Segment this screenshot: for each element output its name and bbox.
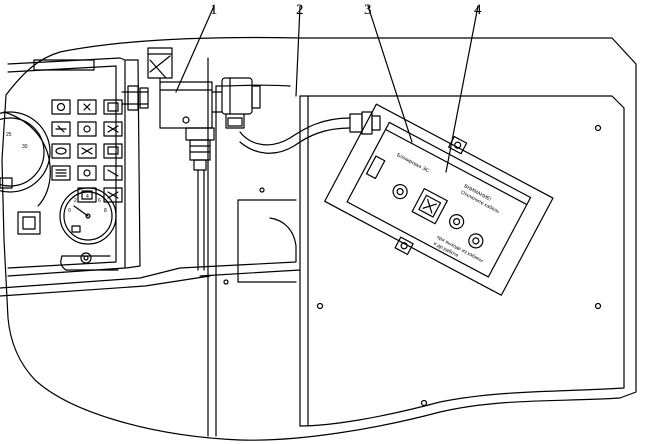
indicator-right: [449, 214, 465, 230]
pipe-left: [121, 91, 149, 105]
instrument-cluster: [7, 57, 126, 277]
callout-2: 2: [296, 2, 304, 18]
central-switch: [411, 187, 448, 225]
blocking-device: [324, 103, 554, 296]
callout-1: 1: [210, 2, 218, 18]
bolt-hole: [259, 187, 265, 193]
callout-3: 3: [364, 2, 372, 18]
speedometer-gauge: [0, 111, 51, 193]
knob: [80, 252, 92, 264]
device-housing: [346, 121, 532, 278]
leader-4: [445, 5, 479, 173]
elbow-connector: [221, 77, 261, 129]
gauge-tick: 4: [86, 194, 89, 200]
cluster-top-trim: [33, 59, 95, 71]
inner-panel: [299, 95, 625, 427]
gauge-tick: 0: [68, 208, 71, 214]
gauge-tick: 2: [74, 198, 77, 204]
gauge-tick: 8: [104, 208, 107, 214]
speed-tick: 30: [22, 144, 28, 150]
callout-4: 4: [474, 2, 482, 18]
leader-1: [175, 5, 215, 93]
indicator-left: [392, 183, 408, 200]
cable: [239, 111, 381, 154]
button-grid: [51, 99, 123, 203]
pressure-gauge: [59, 187, 117, 245]
gauge-tick: 6: [98, 198, 101, 204]
device-title: Блокировка ЭС: [396, 152, 431, 174]
panel-outline: [1, 36, 637, 441]
device-mount-plate: [324, 103, 554, 296]
leader-3: [367, 5, 413, 143]
speed-tick: 25: [6, 132, 12, 138]
square-switch: [17, 211, 41, 235]
leader-2: [295, 5, 301, 97]
valve-block: [147, 47, 223, 271]
